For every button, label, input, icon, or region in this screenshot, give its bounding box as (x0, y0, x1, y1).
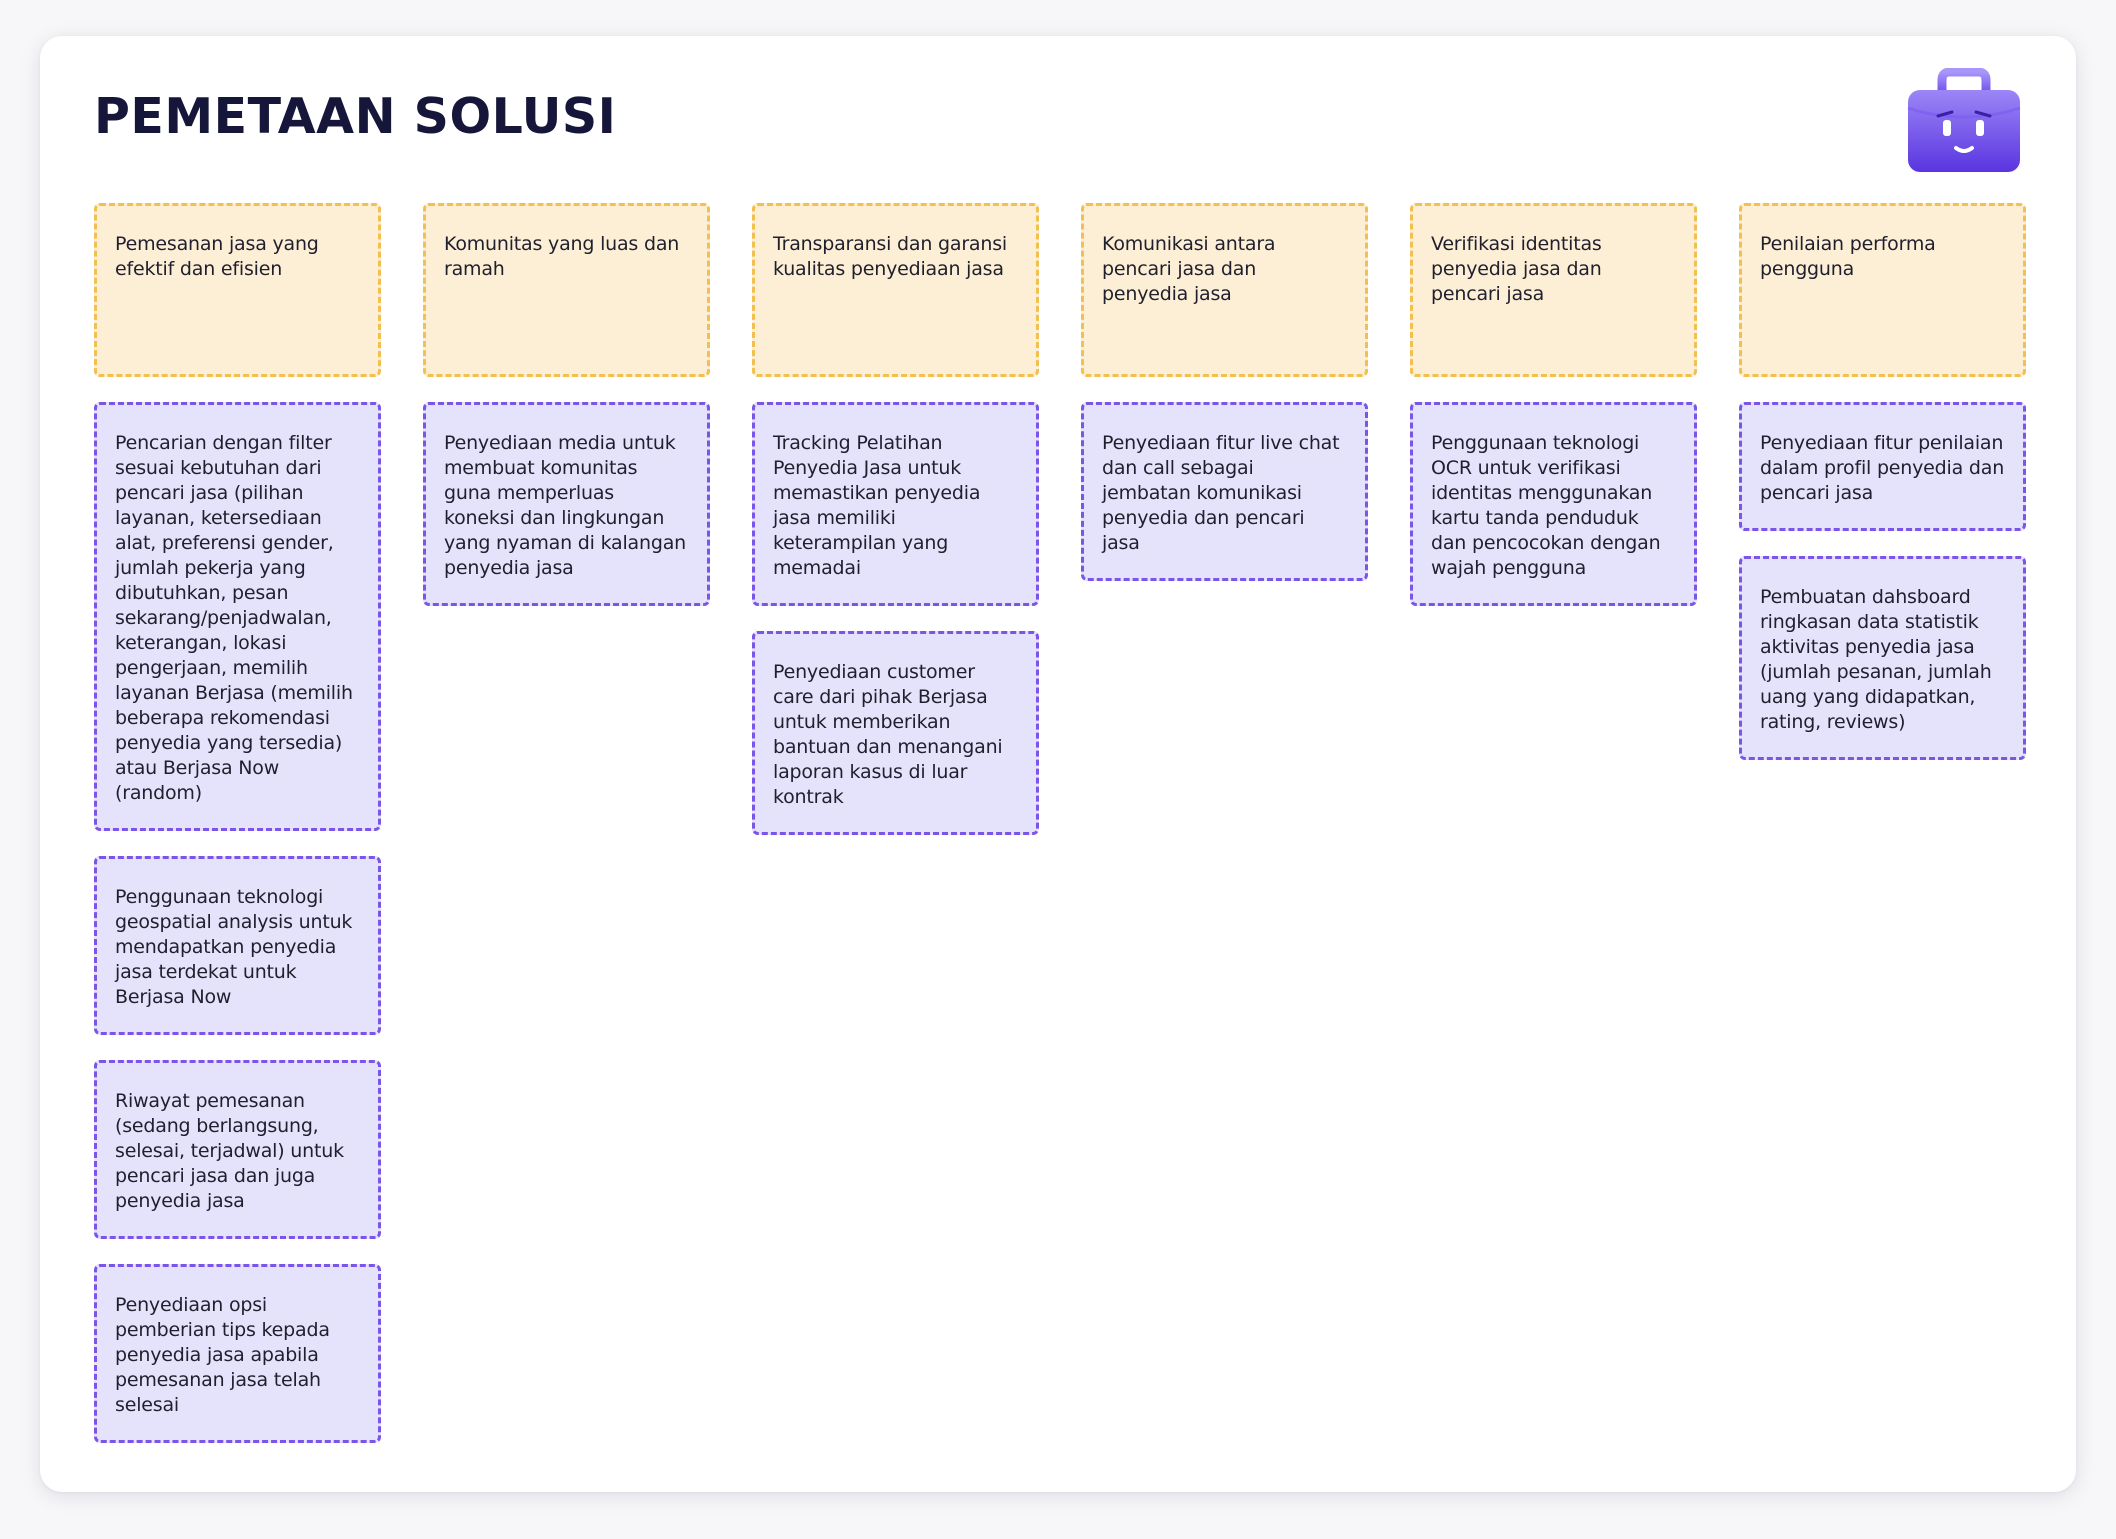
problem-note[interactable]: Pemesanan jasa yang efektif dan efisien (94, 203, 381, 377)
solution-note[interactable]: Pembuatan dahsboard ringkasan data stati… (1739, 556, 2026, 760)
page-title: PEMETAAN SOLUSI (94, 88, 617, 145)
solution-note[interactable]: Penyediaan fitur penilaian dalam profil … (1739, 402, 2026, 531)
solution-note[interactable]: Penyediaan fitur live chat dan call seba… (1081, 402, 1368, 581)
problem-note[interactable]: Verifikasi identitas penyedia jasa dan p… (1410, 203, 1697, 377)
board: PEMETAAN SOLUSI Pemesanan jasa yang efek… (40, 36, 2076, 1492)
solution-note[interactable]: Penyediaan media untuk membuat komunitas… (423, 402, 710, 606)
solution-column: Komunikasi antara pencari jasa dan penye… (1081, 203, 1368, 1468)
solution-note[interactable]: Penggunaan teknologi OCR untuk verifikas… (1410, 402, 1697, 606)
solution-note[interactable]: Tracking Pelatihan Penyedia Jasa untuk m… (752, 402, 1039, 606)
briefcase-mascot-icon (1907, 68, 2021, 172)
solution-column: Verifikasi identitas penyedia jasa dan p… (1410, 203, 1697, 1468)
problem-note[interactable]: Komunitas yang luas dan ramah (423, 203, 710, 377)
problem-note[interactable]: Penilaian performa pengguna (1739, 203, 2026, 377)
problem-note[interactable]: Transparansi dan garansi kualitas penyed… (752, 203, 1039, 377)
solution-note[interactable]: Penyediaan customer care dari pihak Berj… (752, 631, 1039, 835)
solution-column: Transparansi dan garansi kualitas penyed… (752, 203, 1039, 1468)
solution-note[interactable]: Penyediaan opsi pemberian tips kepada pe… (94, 1264, 381, 1443)
solution-note[interactable]: Penggunaan teknologi geospatial analysis… (94, 856, 381, 1035)
problem-note[interactable]: Komunikasi antara pencari jasa dan penye… (1081, 203, 1368, 377)
solution-note[interactable]: Riwayat pemesanan (sedang berlangsung, s… (94, 1060, 381, 1239)
solution-note[interactable]: Pencarian dengan filter sesuai kebutuhan… (94, 402, 381, 831)
